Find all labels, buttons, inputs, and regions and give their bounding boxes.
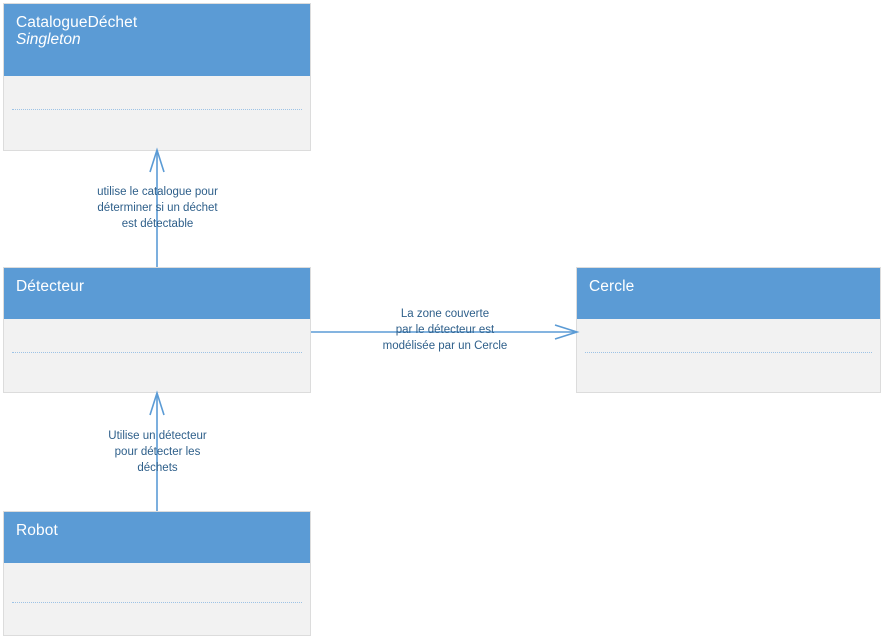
- class-box-cercle[interactable]: Cercle: [576, 267, 881, 393]
- connector-label-line: Utilise un détecteur: [108, 430, 207, 442]
- connector-label-line: par le détecteur est: [395, 324, 495, 336]
- connector-label-line: modélisée par un Cercle: [382, 340, 508, 352]
- class-name-cercle: Cercle: [589, 278, 635, 295]
- connector-label-line: pour détecter les: [114, 446, 201, 458]
- class-compartment-cataloguedechet: [4, 76, 310, 150]
- compartment-divider: [12, 352, 302, 353]
- connector-label-line: déchets: [137, 462, 178, 474]
- class-header-detecteur: Détecteur: [4, 268, 310, 319]
- compartment-divider: [12, 602, 302, 603]
- connector-label-line: La zone couverte: [400, 308, 490, 320]
- class-compartment-detecteur: [4, 319, 310, 392]
- connector-label-line: déterminer si un déchet: [97, 202, 218, 214]
- class-box-detecteur[interactable]: Détecteur: [3, 267, 311, 393]
- connector-label-robot-to-detecteur: Utilise un détecteur pour détecter les d…: [70, 428, 245, 476]
- class-name-cataloguedechet: CatalogueDéchet: [16, 14, 138, 31]
- class-compartment-cercle: [577, 319, 880, 392]
- class-name-robot: Robot: [16, 522, 58, 539]
- compartment-divider: [12, 109, 302, 110]
- class-name-detecteur: Détecteur: [16, 278, 85, 295]
- class-header-cataloguedechet: CatalogueDéchet Singleton: [4, 4, 310, 76]
- connector-label-detecteur-to-cercle: La zone couverte par le détecteur est mo…: [355, 306, 535, 354]
- class-stereotype-cataloguedechet: Singleton: [16, 31, 81, 49]
- compartment-divider: [585, 352, 872, 353]
- class-compartment-robot: [4, 563, 310, 635]
- class-box-robot[interactable]: Robot: [3, 511, 311, 636]
- connector-label-detecteur-to-cataloguedechet: utilise le catalogue pour déterminer si …: [55, 184, 260, 232]
- class-header-cercle: Cercle: [577, 268, 880, 319]
- connector-label-line: utilise le catalogue pour: [97, 186, 218, 198]
- class-header-robot: Robot: [4, 512, 310, 563]
- connector-label-line: est détectable: [121, 218, 194, 230]
- class-box-cataloguedechet[interactable]: CatalogueDéchet Singleton: [3, 3, 311, 151]
